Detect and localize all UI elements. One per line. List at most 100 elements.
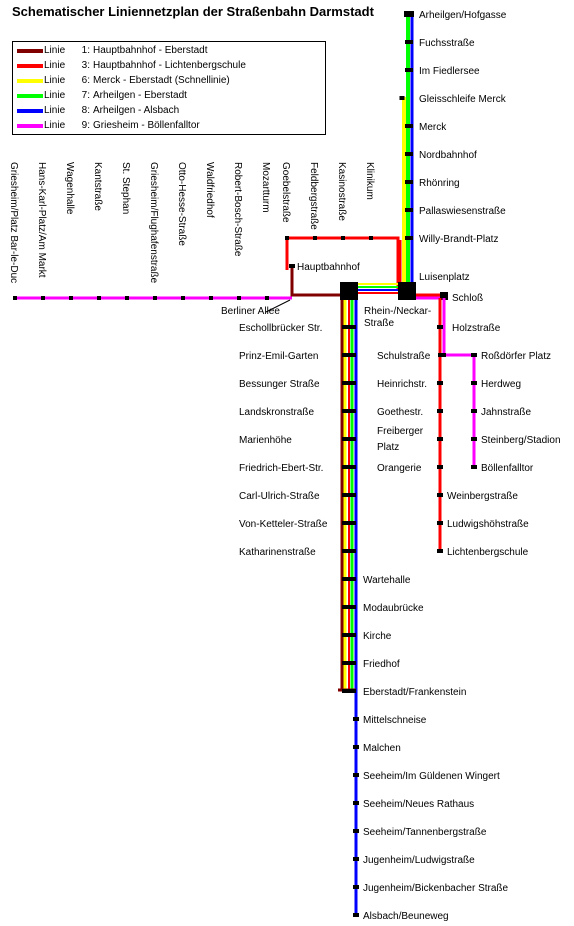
station-label: Mozartturm <box>260 162 271 213</box>
station-tick <box>437 465 443 469</box>
station-label: Goethestr. <box>377 407 423 418</box>
station-tick <box>342 605 356 609</box>
station-tick <box>342 325 356 329</box>
legend-line-number: 7: <box>81 90 90 101</box>
station-label: Willy-Brandt-Platz <box>419 234 498 245</box>
station-tick <box>69 296 73 300</box>
station-label: Alsbach/Beuneweg <box>363 911 449 922</box>
station-tick <box>353 717 359 721</box>
station-label: Schloß <box>452 293 483 304</box>
station-tick <box>437 437 443 441</box>
station-tick <box>181 296 185 300</box>
station-tick <box>471 353 477 357</box>
station-tick <box>471 381 477 385</box>
station-tick <box>405 208 413 212</box>
station-label: Otto-Hesse-Straße <box>176 162 187 246</box>
station-tick <box>437 381 443 385</box>
station-label: Goebelstraße <box>280 162 291 223</box>
station-tick <box>404 11 414 17</box>
line-9-rossdorf-track <box>444 353 476 467</box>
station-tick <box>353 857 359 861</box>
station-label: Prinz-Emil-Garten <box>239 351 318 362</box>
station-label: Friedrich-Ebert-Str. <box>239 463 323 474</box>
station-label: Eberstadt/Frankenstein <box>363 687 466 698</box>
legend-word: Linie <box>44 60 66 71</box>
station-label: Kasinostraße <box>336 162 347 221</box>
station-label: Feldbergstraße <box>308 162 319 230</box>
station-tick <box>265 296 269 300</box>
legend-route: Arheilgen - Eberstadt <box>93 90 187 101</box>
legend-word: Linie <box>44 105 66 116</box>
station-tick <box>342 633 356 637</box>
station-tick <box>405 40 413 44</box>
legend-swatch <box>17 94 43 98</box>
station-label: Jahnstraße <box>481 407 531 418</box>
station-label: Weinbergstraße <box>447 491 518 502</box>
station-label: Hauptbahnhof <box>297 262 360 273</box>
legend-line-number: 3: <box>81 60 90 71</box>
station-tick <box>342 381 356 385</box>
station-label: Herdweg <box>481 379 521 390</box>
station-tick <box>342 493 356 497</box>
station-label: Gleisschleife Merck <box>419 94 507 105</box>
station-label: Wagenhalle <box>64 162 75 215</box>
station-label: Katharinenstraße <box>239 547 316 558</box>
station-label: Holzstraße <box>452 323 501 334</box>
station-label: Pallaswiesenstraße <box>419 206 506 217</box>
station-label: Marienhöhe <box>239 435 292 446</box>
station-label: Landskronstraße <box>239 407 314 418</box>
legend-word: Linie <box>44 90 66 101</box>
legend-route: Hauptbahnhof - Lichtenbergschule <box>93 60 246 71</box>
legend-item: Linie 7:Arheilgen - Eberstadt <box>13 89 323 103</box>
station-tick <box>437 549 443 553</box>
station-tick <box>369 236 373 240</box>
station-label: Nordbahnhof <box>419 150 477 161</box>
station-tick <box>285 236 289 240</box>
station-label: Seeheim/Im Güldenen Wingert <box>363 771 500 782</box>
map-title: Schematischer Liniennetzplan der Straßen… <box>12 4 374 19</box>
station-tick <box>437 409 443 413</box>
station-tick <box>342 465 356 469</box>
station-tick <box>471 465 477 469</box>
station-tick <box>353 885 359 889</box>
station-tick <box>405 152 413 156</box>
station-label: Klinikum <box>364 162 375 200</box>
station-tick <box>41 296 45 300</box>
legend-word: Linie <box>44 120 66 131</box>
station-tick <box>440 292 448 300</box>
station-tick <box>405 124 413 128</box>
station-tick <box>471 437 477 441</box>
station-label: Merck <box>419 122 447 133</box>
station-label: Carl-Ulrich-Straße <box>239 491 320 502</box>
station-label: Waldfriedhof <box>204 162 215 218</box>
station-tick <box>97 296 101 300</box>
station-tick <box>471 409 477 413</box>
station-label: Hans-Karl-Platz/Am Markt <box>36 162 47 278</box>
station-tick <box>437 521 443 525</box>
station-tick <box>342 661 356 665</box>
station-tick <box>353 773 359 777</box>
station-label: Kirche <box>363 631 392 642</box>
legend-route: Merck - Eberstadt (Schnellinie) <box>93 75 230 86</box>
station-label: Steinberg/Stadion <box>481 435 561 446</box>
station-label: Von-Ketteler-Straße <box>239 519 328 530</box>
station-label: Lichtenbergschule <box>447 547 529 558</box>
station-tick <box>342 353 356 357</box>
station-tick <box>341 236 345 240</box>
station-label: Robert-Bosch-Straße <box>232 162 243 257</box>
station-label: Heinrichstr. <box>377 379 427 390</box>
station-tick <box>353 829 359 833</box>
station-label: Schulstraße <box>377 351 431 362</box>
station-label: Böllenfalltor <box>481 463 534 474</box>
station-tick <box>405 236 413 240</box>
station-tick <box>437 325 443 329</box>
station-label: Seeheim/Neues Rathaus <box>363 799 474 810</box>
station-tick <box>353 745 359 749</box>
station-label: Wartehalle <box>363 575 411 586</box>
label-leader <box>265 299 291 313</box>
station-label: Malchen <box>363 743 401 754</box>
